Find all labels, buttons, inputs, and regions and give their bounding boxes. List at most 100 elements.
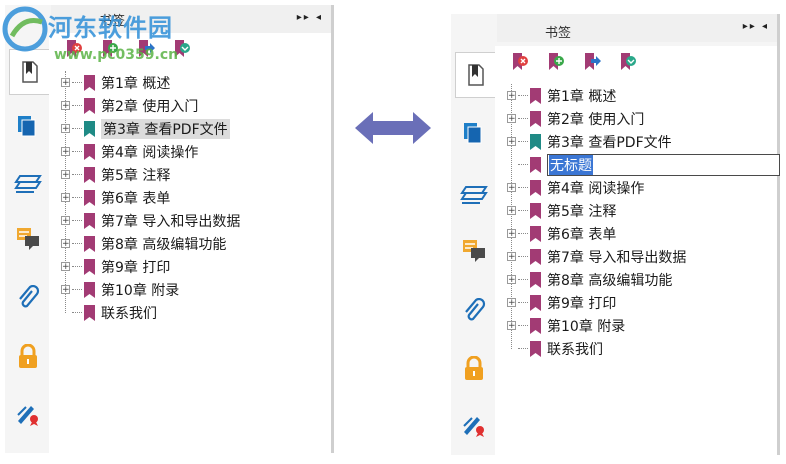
bookmark-title-input[interactable]: 无标题: [547, 153, 780, 176]
move-bookmark-button[interactable]: [583, 52, 603, 72]
tab-comments[interactable]: [9, 220, 47, 258]
expand-toggle[interactable]: +: [507, 91, 516, 101]
tree-connector: [518, 187, 528, 188]
tab-attachments[interactable]: [455, 292, 493, 330]
expand-toggle[interactable]: +: [507, 252, 516, 262]
bookmark-icon: [530, 294, 541, 311]
tree-connector: [518, 233, 528, 234]
bookmark-label: 联系我们: [101, 305, 157, 322]
panel-controls[interactable]: ▸▸ ◂: [296, 12, 323, 23]
bookmark-item[interactable]: +第4章 阅读操作: [61, 140, 240, 163]
bookmark-item[interactable]: + 第5章 注释: [61, 163, 240, 186]
bookmark-item[interactable]: + 第1章 概述: [61, 71, 240, 94]
bookmark-item[interactable]: +第8章 高级编辑功能: [507, 268, 780, 291]
bookmarks-icon: [22, 61, 38, 83]
bookmark-content: +第1章 概述+第2章 使用入门+第3章 查看PDF文件+第4章 阅读操作+第5…: [49, 33, 331, 453]
tab-pages[interactable]: [455, 114, 493, 152]
expand-toggle[interactable]: +: [61, 239, 70, 249]
bookmark-label: 第5章 注释: [101, 167, 171, 184]
bookmark-item[interactable]: +第3章 查看PDF文件: [507, 130, 780, 153]
tree-connector: [72, 289, 82, 290]
expand-toggle[interactable]: +: [61, 193, 70, 203]
tab-security[interactable]: [9, 338, 47, 376]
bookmark-item[interactable]: +第3章 查看PDF文件: [61, 117, 240, 140]
tab-layers[interactable]: [9, 165, 47, 203]
expand-toggle[interactable]: +: [61, 124, 70, 134]
bookmark-down-button[interactable]: [619, 52, 639, 72]
expand-toggle[interactable]: +: [507, 137, 516, 147]
watermark-logo-icon: [2, 6, 48, 52]
tab-signatures[interactable]: [9, 395, 47, 433]
tab-signatures[interactable]: [455, 406, 493, 444]
tree-connector: [72, 243, 82, 244]
tree-connector: [72, 105, 82, 106]
tree-connector: [518, 256, 528, 257]
expand-toggle[interactable]: +: [61, 78, 70, 88]
bookmark-label: 第10章 附录: [547, 318, 626, 335]
bookmark-item[interactable]: +第9章 打印: [507, 291, 780, 314]
bookmark-icon: [530, 156, 541, 173]
add-bookmark-button[interactable]: [547, 52, 567, 72]
comments-icon: [17, 228, 39, 250]
expand-toggle[interactable]: +: [507, 321, 516, 331]
bookmark-label: 第4章 阅读操作: [547, 180, 645, 197]
bookmark-icon: [84, 166, 95, 183]
bookmark-item[interactable]: +第6章 表单: [61, 186, 240, 209]
tab-attachments[interactable]: [9, 279, 47, 317]
bookmark-item[interactable]: 无标题: [507, 153, 780, 176]
layers-icon: [14, 175, 42, 193]
bookmark-item[interactable]: +第9章 打印: [61, 255, 240, 278]
move-bookmark-button[interactable]: [137, 39, 157, 59]
watermark-url: www.pc0359.cn: [54, 47, 179, 63]
tab-bookmarks[interactable]: [9, 49, 50, 95]
bookmark-item[interactable]: 联系我们: [507, 337, 780, 360]
bookmark-icon: [84, 235, 95, 252]
add-bookmark-button[interactable]: [101, 39, 121, 59]
tab-bookmarks[interactable]: [455, 52, 496, 98]
bookmark-item[interactable]: + 第4章 阅读操作: [507, 176, 780, 199]
bookmark-icon: [530, 133, 541, 150]
comments-icon: [463, 240, 485, 262]
bookmark-item[interactable]: +第2章 使用入门: [507, 107, 780, 130]
expand-toggle[interactable]: +: [507, 206, 516, 216]
expand-toggle[interactable]: +: [507, 183, 516, 193]
tab-security[interactable]: [455, 350, 493, 388]
bookmark-item[interactable]: + 第10章 附录: [507, 314, 780, 337]
bookmark-item[interactable]: +第2章 使用入门: [61, 94, 240, 117]
expand-toggle[interactable]: +: [61, 262, 70, 272]
tree-guide-line: [65, 71, 66, 313]
security-icon: [19, 344, 37, 368]
tree-connector: [72, 220, 82, 221]
expand-toggle[interactable]: +: [507, 298, 516, 308]
tab-pages[interactable]: [9, 107, 47, 145]
tree-connector: [518, 302, 528, 303]
bookmark-toolbar: [511, 52, 639, 74]
delete-bookmark-button[interactable]: [511, 52, 531, 72]
delete-bookmark-button[interactable]: [65, 39, 85, 59]
expand-toggle[interactable]: +: [61, 285, 70, 295]
bookmark-item[interactable]: +第10章 附录: [61, 278, 240, 301]
bookmark-item[interactable]: +第6章 表单: [507, 222, 780, 245]
expand-toggle[interactable]: +: [61, 147, 70, 157]
bookmark-label: 第1章 概述: [101, 75, 171, 92]
tab-layers[interactable]: [455, 176, 493, 214]
bookmark-item[interactable]: +第8章 高级编辑功能: [61, 232, 240, 255]
tree-connector: [72, 128, 82, 129]
tab-comments[interactable]: [455, 232, 493, 270]
bookmark-item[interactable]: +第7章 导入和导出数据: [507, 245, 780, 268]
expand-toggle[interactable]: +: [61, 170, 70, 180]
bookmark-item[interactable]: 联系我们: [61, 301, 240, 324]
expand-toggle[interactable]: +: [507, 229, 516, 239]
expand-toggle[interactable]: +: [507, 275, 516, 285]
bookmark-icon: [530, 248, 541, 265]
tree-connector: [72, 174, 82, 175]
bookmark-item[interactable]: +第7章 导入和导出数据: [61, 209, 240, 232]
bookmark-down-button[interactable]: [173, 39, 193, 59]
panel-controls[interactable]: ▸▸ ◂: [742, 21, 769, 32]
expand-toggle[interactable]: +: [507, 114, 516, 124]
expand-toggle[interactable]: +: [61, 101, 70, 111]
bookmark-item[interactable]: +第1章 概述: [507, 84, 780, 107]
expand-toggle[interactable]: +: [61, 216, 70, 226]
bookmarks-icon: [468, 64, 484, 86]
bookmark-item[interactable]: +第5章 注释: [507, 199, 780, 222]
